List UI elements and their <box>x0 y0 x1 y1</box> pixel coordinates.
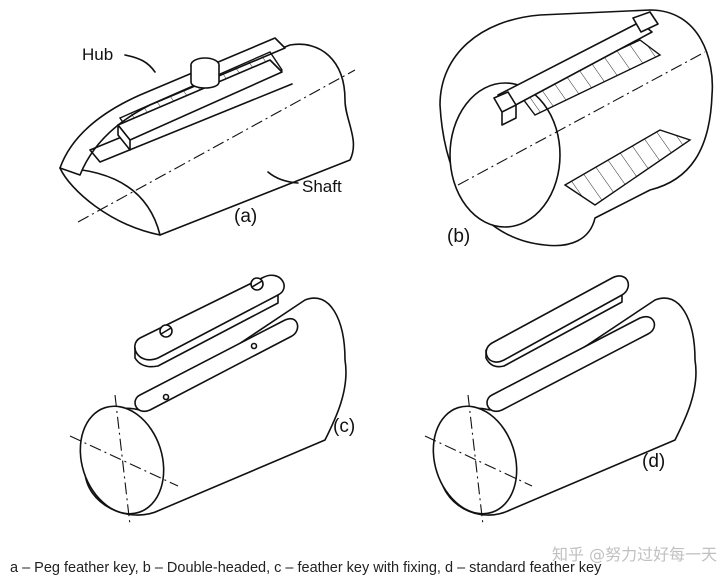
screw-slot-left <box>160 327 172 335</box>
centre-line-c-h <box>69 435 179 487</box>
panel-b-label: (b) <box>447 226 470 247</box>
peg-body <box>190 65 220 89</box>
shaft-label: Shaft <box>302 177 342 196</box>
centre-line-b <box>457 51 706 186</box>
hub-bore <box>449 82 561 228</box>
screw-slot-right <box>251 280 263 288</box>
feather-key-figure: Hub Shaft (a) (b) <box>59 9 714 526</box>
tapped-hole-2 <box>250 342 258 350</box>
key-head-left <box>493 91 517 126</box>
panel-d-drawing <box>424 275 697 526</box>
panel-a-drawing <box>59 37 356 236</box>
panel-a-label: (a) <box>234 206 257 227</box>
panel-c-drawing <box>69 274 347 526</box>
hub-label: Hub <box>82 45 113 64</box>
shaft-end <box>59 167 161 236</box>
panel-d-label: (d) <box>642 451 665 472</box>
hub-leader <box>124 54 156 73</box>
shaft-leader <box>267 171 299 184</box>
hub-half <box>59 37 286 176</box>
shaft-end-d <box>432 405 518 515</box>
centre-line-d-h <box>424 435 533 487</box>
panel-b-drawing <box>439 9 714 247</box>
hub-section-hatch-lower <box>563 129 692 206</box>
keyway-slot-c <box>134 317 299 413</box>
watermark: 知乎 @努力过好每一天 <box>552 545 718 564</box>
key-head-right <box>632 11 659 33</box>
fixing-key-thickness <box>134 294 279 368</box>
centre-line-a <box>77 69 356 223</box>
keyway-slot-d <box>486 315 656 413</box>
figure-caption: a – Peg feather key, b – Double-headed, … <box>10 560 602 576</box>
standard-key-thickness <box>485 294 623 368</box>
shaft-end-c <box>79 405 165 515</box>
tapped-hole-1 <box>162 393 170 401</box>
panel-c-label: (c) <box>333 416 355 437</box>
feather-key-end <box>117 124 131 151</box>
